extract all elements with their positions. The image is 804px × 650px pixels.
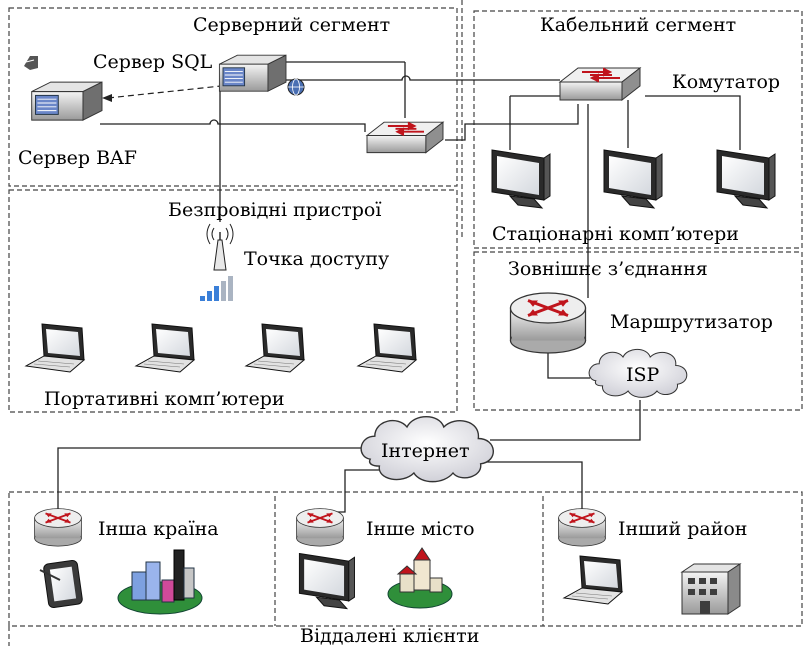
city-skyline-icon (117, 549, 203, 615)
internet-label: Інтернет (381, 440, 470, 462)
signal-bars-icon (200, 276, 233, 301)
desktops-label: Стаціонарні комп’ютери (492, 223, 739, 245)
laptop-2-icon (135, 323, 195, 373)
other-country-label: Інша країна (98, 518, 219, 540)
small-db-icon (24, 56, 38, 70)
remote-laptop-icon (563, 555, 623, 605)
external-segment-frame (473, 251, 803, 411)
access-point-icon (206, 223, 234, 271)
main-switch-icon (559, 67, 641, 101)
town-icon (387, 547, 453, 609)
laptop-3-icon (245, 323, 305, 373)
connection-lines (57, 61, 741, 513)
router-other-city-icon (295, 507, 345, 548)
sql-server-label: Сервер SQL (93, 51, 213, 73)
router-other-district-icon (557, 507, 607, 548)
desktop-1-icon (491, 149, 551, 209)
isp-label: ISP (626, 364, 660, 386)
sql-server-icon (218, 54, 287, 92)
tablet-icon (39, 559, 83, 609)
baf-server-label: Сервер BAF (18, 147, 137, 169)
cable-segment-title: Кабельний сегмент (540, 14, 736, 36)
server-segment-title: Серверний сегмент (193, 14, 390, 36)
other-city-label: Інше місто (366, 518, 475, 540)
desktop-2-icon (603, 149, 663, 209)
router-label: Маршрутизатор (610, 311, 773, 333)
remote-monitor-icon (298, 553, 355, 610)
office-building-icon (680, 563, 742, 615)
desktop-3-icon (716, 149, 776, 209)
laptop-1-icon (25, 323, 85, 373)
external-segment-title: Зовнішнє з’єднання (508, 258, 708, 280)
main-router-icon (509, 291, 587, 355)
wireless-segment-title: Безпровідні пристрої (168, 199, 381, 221)
baf-server-icon (31, 81, 103, 121)
laptops-label: Портативні комп’ютери (44, 388, 285, 410)
router-other-country-icon (33, 507, 83, 548)
globe-icon (287, 78, 305, 96)
local-switch-icon (366, 121, 444, 154)
server-segment-frame (8, 7, 458, 187)
other-district-label: Інший район (618, 518, 747, 540)
switch-label: Комутатор (672, 71, 780, 93)
cable-segment-frame (473, 10, 803, 249)
remote-segment-title: Віддалені клієнти (300, 625, 479, 647)
laptop-4-icon (357, 323, 417, 373)
access-point-label: Точка доступу (244, 248, 389, 270)
remote-segment-frame (8, 491, 803, 627)
wireless-segment-frame (8, 189, 458, 413)
